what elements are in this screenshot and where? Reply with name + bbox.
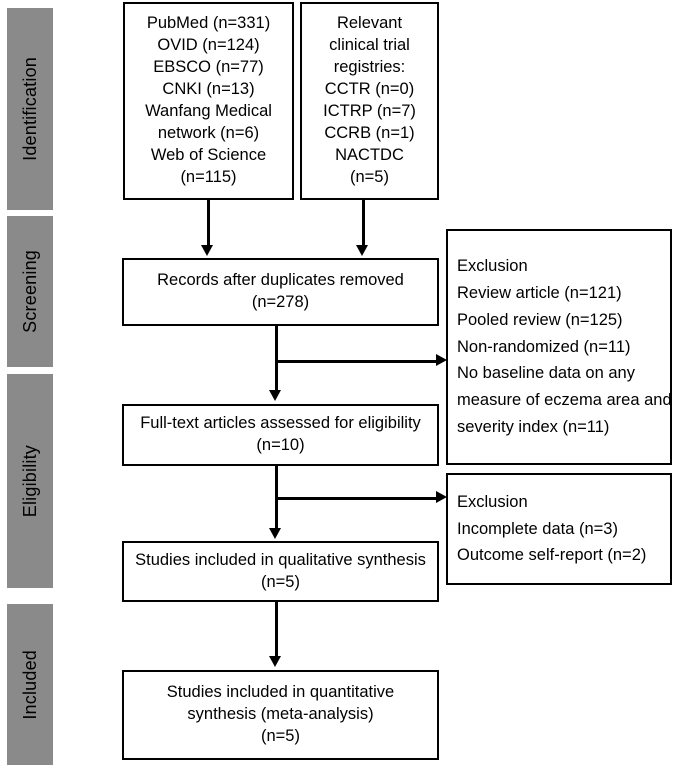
box-line: Exclusion [457, 492, 528, 511]
arrowhead-qualitative-to-quantitative [269, 656, 281, 667]
box-line: (n=5) [261, 726, 300, 745]
box-line: NACTDC [335, 145, 404, 164]
box-line: (n=5) [261, 572, 300, 591]
arrowhead-databases-to-records [201, 245, 213, 256]
arrowhead-records-to-fulltext [269, 390, 281, 401]
stage-label-included: Included [19, 649, 40, 720]
box-line: CNKI (n=13) [162, 80, 255, 99]
box-line: CCTR (n=0) [324, 80, 415, 99]
connector-records-to-fulltext [275, 326, 278, 391]
arrowhead-fulltext-to-qualitative [269, 528, 281, 539]
box-line: network (n=6) [157, 123, 260, 142]
stage-bar-screening: Screening [7, 216, 53, 367]
box-line: Review article (n=121) [457, 284, 622, 303]
stage-label-eligibility: Eligibility [19, 444, 40, 518]
box-database-searches: PubMed (n=331) OVID (n=124) EBSCO (n=77)… [123, 2, 294, 200]
connector-databases-to-records [207, 200, 210, 246]
box-line: Relevant [336, 14, 403, 33]
stage-label-screening: Screening [19, 250, 40, 333]
box-line: OVID (n=124) [157, 36, 260, 55]
box-line: (n=278) [251, 293, 310, 311]
box-exclusion-screening: Exclusion Review article (n=121) Pooled … [446, 229, 672, 465]
box-line: (n=5) [350, 167, 389, 186]
connector-fulltext-to-exclusion-eligibility [275, 497, 437, 500]
stage-bar-identification: Identification [7, 8, 53, 210]
box-line: (n=10) [256, 436, 305, 454]
box-line: CCRB (n=1) [324, 123, 415, 142]
box-line: Web of Science [150, 145, 267, 164]
box-line: Incomplete data (n=3) [457, 519, 618, 538]
stage-label-identification: Identification [19, 57, 40, 161]
box-line: Studies included in quantitative [166, 683, 395, 702]
box-line: Records after duplicates removed [157, 271, 404, 290]
box-quantitative-synthesis: Studies included in quantitative synthes… [122, 670, 439, 760]
arrowhead-registries-to-records [356, 245, 368, 256]
stage-bar-eligibility: Eligibility [7, 374, 53, 588]
box-line: Exclusion [457, 257, 528, 276]
box-line: measure of eczema area and [457, 391, 672, 410]
connector-registries-to-records [362, 200, 365, 246]
connector-qualitative-to-quantitative [275, 602, 278, 657]
box-trial-registries: Relevant clinical trial registries: CCTR… [300, 2, 439, 200]
box-exclusion-eligibility: Exclusion Incomplete data (n=3) Outcome … [446, 473, 672, 585]
box-line: Studies included in qualitative synthesi… [135, 550, 426, 569]
box-line: clinical trial [329, 36, 410, 55]
box-qualitative-synthesis: Studies included in qualitative synthesi… [122, 541, 439, 602]
box-line: ICTRP (n=7) [323, 102, 416, 120]
arrowhead-fulltext-to-exclusion-eligibility [436, 491, 447, 503]
box-line: PubMed (n=331) [146, 14, 271, 33]
box-line: EBSCO (n=77) [153, 58, 264, 77]
arrowhead-records-to-exclusion-screening [436, 354, 447, 366]
box-line: severity index (n=11) [457, 417, 610, 436]
box-line: No baseline data on any [457, 364, 635, 383]
box-line: Outcome self-report (n=2) [457, 546, 647, 565]
box-line: Full-text articles assessed for eligibil… [140, 414, 421, 433]
box-line: synthesis (meta-analysis) [187, 705, 374, 724]
box-line: Non-randomized (n=11) [457, 337, 631, 356]
box-line: (n=115) [180, 167, 237, 186]
stage-bar-included: Included [7, 604, 53, 765]
box-records-after-duplicates: Records after duplicates removed (n=278) [122, 258, 439, 326]
box-line: registries: [333, 58, 406, 77]
box-full-text-assessed: Full-text articles assessed for eligibil… [122, 404, 439, 466]
connector-records-to-exclusion-screening [275, 360, 437, 363]
box-line: Wanfang Medical [145, 102, 272, 120]
box-line: Pooled review (n=125) [457, 310, 623, 329]
